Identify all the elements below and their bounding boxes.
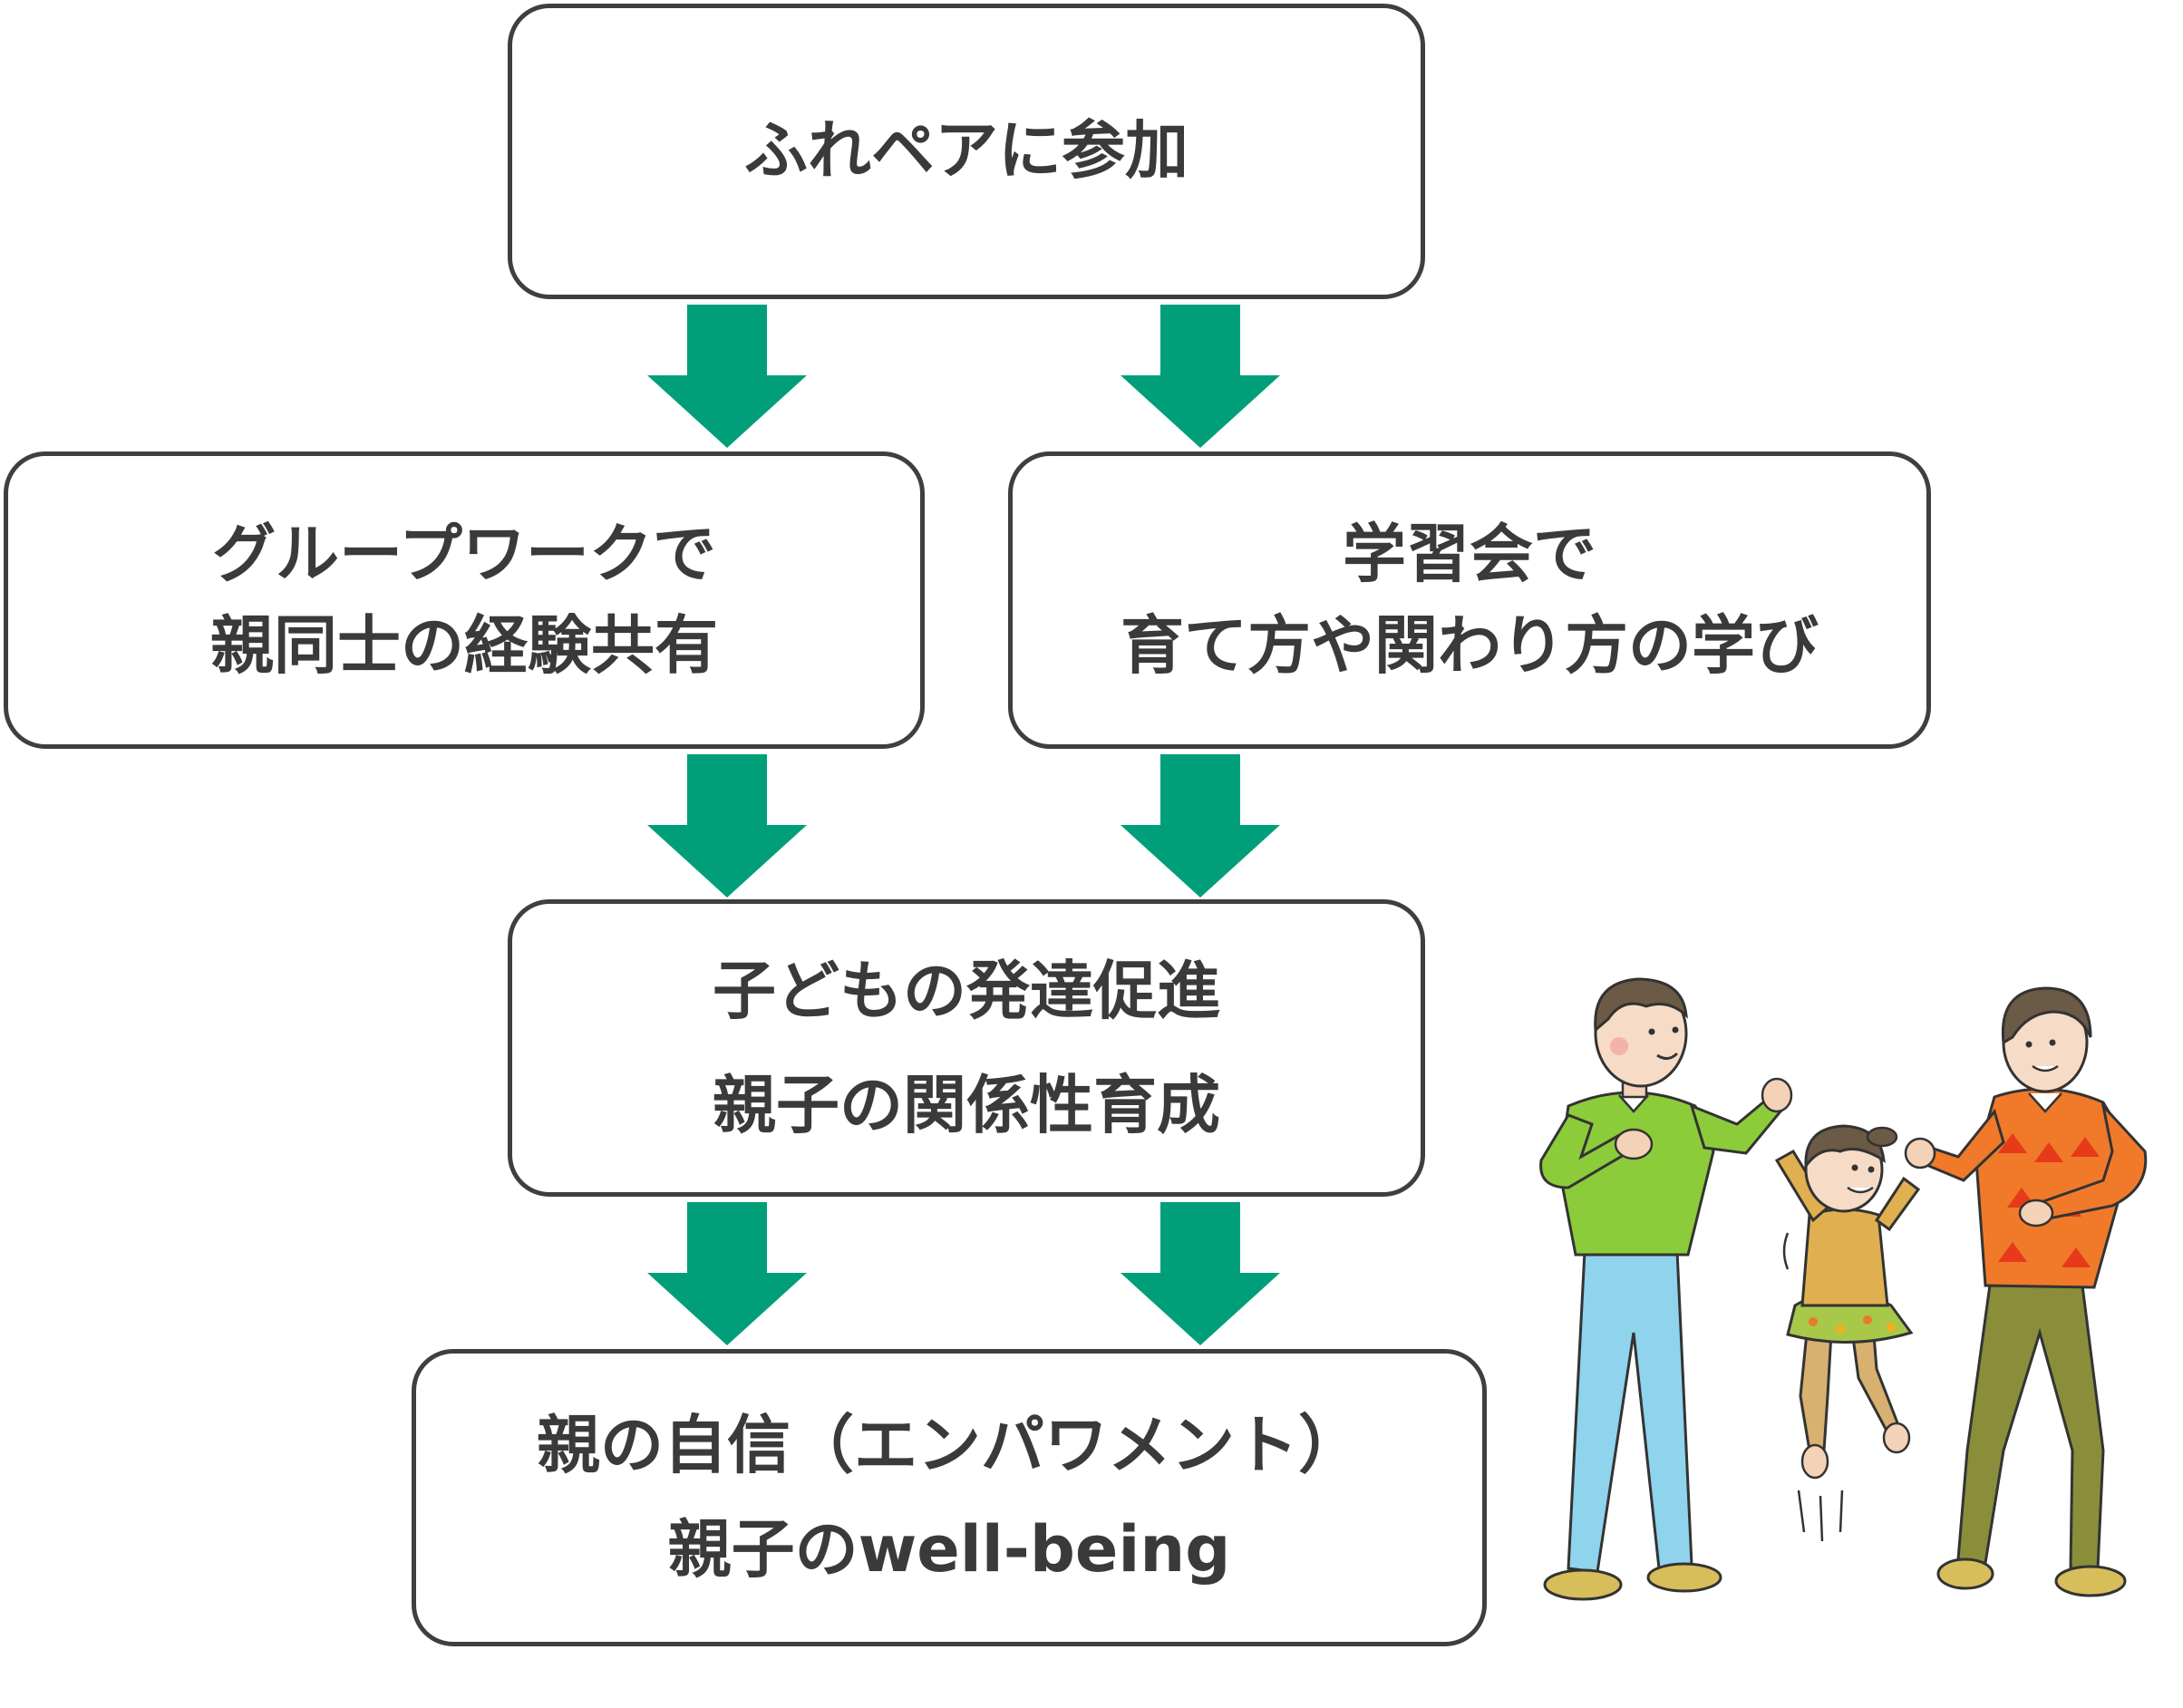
arrow-down-icon — [647, 754, 807, 898]
box-participate: ふれペアに参加 — [508, 4, 1425, 299]
box-outcome-line-2: 親子のwell-being — [667, 1512, 1231, 1587]
box-development-line-2: 親子の関係性育成 — [713, 1068, 1220, 1142]
arrow-down-icon — [1121, 1202, 1280, 1345]
box-development: 子どもの発達促進 親子の関係性育成 — [508, 899, 1425, 1197]
box-participate-label: ふれペアに参加 — [744, 113, 1189, 189]
arrow-down-icon — [1121, 754, 1280, 898]
box-group-work-line-2: 親同士の経験共有 — [210, 608, 718, 683]
box-study-line-1: 学習会で — [1343, 516, 1596, 591]
box-group-work-line-1: グループワークで — [212, 516, 716, 591]
arrow-down-icon — [647, 305, 807, 448]
box-study-line-2: 育て方や関わり方の学び — [1121, 608, 1819, 683]
mother-figure — [1904, 986, 2148, 1597]
box-outcome-line-1: 親の自信（エンパワメント） — [537, 1407, 1362, 1482]
family-illustration — [1532, 943, 2183, 1650]
box-study: 学習会で 育て方や関わり方の学び — [1008, 451, 1931, 749]
child-figure — [1774, 1124, 1921, 1542]
box-outcome: 親の自信（エンパワメント） 親子のwell-being — [412, 1349, 1487, 1646]
box-group-work: グループワークで 親同士の経験共有 — [4, 451, 925, 749]
arrow-down-icon — [1121, 305, 1280, 448]
arrow-down-icon — [647, 1202, 807, 1345]
father-figure — [1539, 977, 1793, 1601]
box-development-line-1: 子どもの発達促進 — [713, 954, 1220, 1028]
